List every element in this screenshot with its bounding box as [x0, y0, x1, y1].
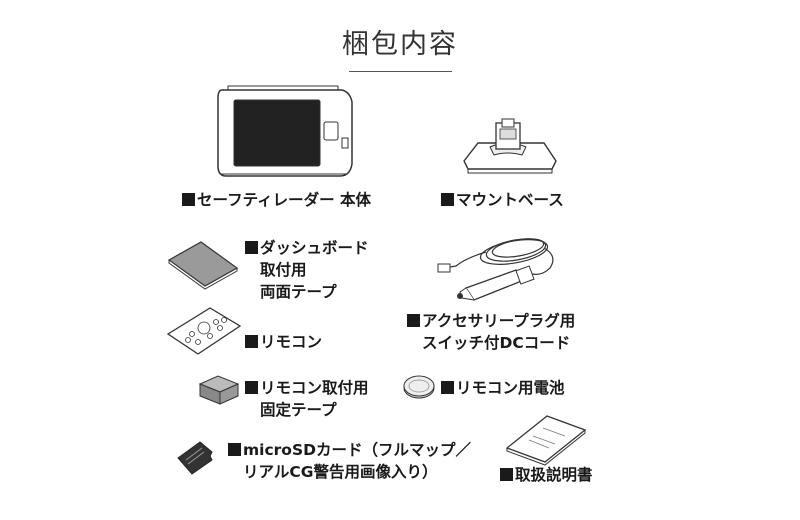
dashboard-tape-illustration	[167, 241, 239, 290]
bullet-square-icon	[441, 193, 454, 206]
label-manual: 取扱説明書	[500, 464, 593, 486]
label-remote: リモコン	[245, 331, 322, 353]
bullet-square-icon	[407, 314, 420, 327]
microsd-card-illustration	[177, 441, 213, 475]
page-title: 梱包内容	[342, 29, 458, 60]
bullet-square-icon	[500, 468, 513, 481]
remote-control-illustration	[166, 307, 242, 355]
bullet-square-icon	[245, 335, 258, 348]
bullet-square-icon	[245, 241, 258, 254]
bullet-square-icon	[228, 443, 241, 456]
safety-radar-unit-illustration	[217, 85, 353, 177]
label-remote-battery: リモコン用電池	[441, 377, 565, 399]
remote-tape-illustration	[198, 375, 240, 405]
label-remote-tape: リモコン取付用 固定テープ	[245, 377, 369, 421]
label-microsd: microSDカード（フルマップ／ リアルCG警告用画像入り）	[228, 439, 471, 483]
coin-battery-illustration	[403, 375, 435, 399]
label-safety-radar: セーフティレーダー 本体	[182, 189, 371, 211]
title-underline	[349, 71, 452, 72]
bullet-square-icon	[245, 381, 258, 394]
label-dashboard-tape: ダッシュボード 取付用 両面テープ	[245, 237, 369, 303]
bullet-square-icon	[182, 193, 195, 206]
label-mount-base: マウントベース	[441, 189, 564, 211]
dc-cord-illustration	[437, 238, 554, 301]
mount-base-illustration	[463, 118, 557, 174]
label-dc-cord: アクセサリープラグ用 スイッチ付DCコード	[407, 310, 575, 354]
bullet-square-icon	[441, 381, 454, 394]
instruction-manual-illustration	[505, 415, 587, 466]
